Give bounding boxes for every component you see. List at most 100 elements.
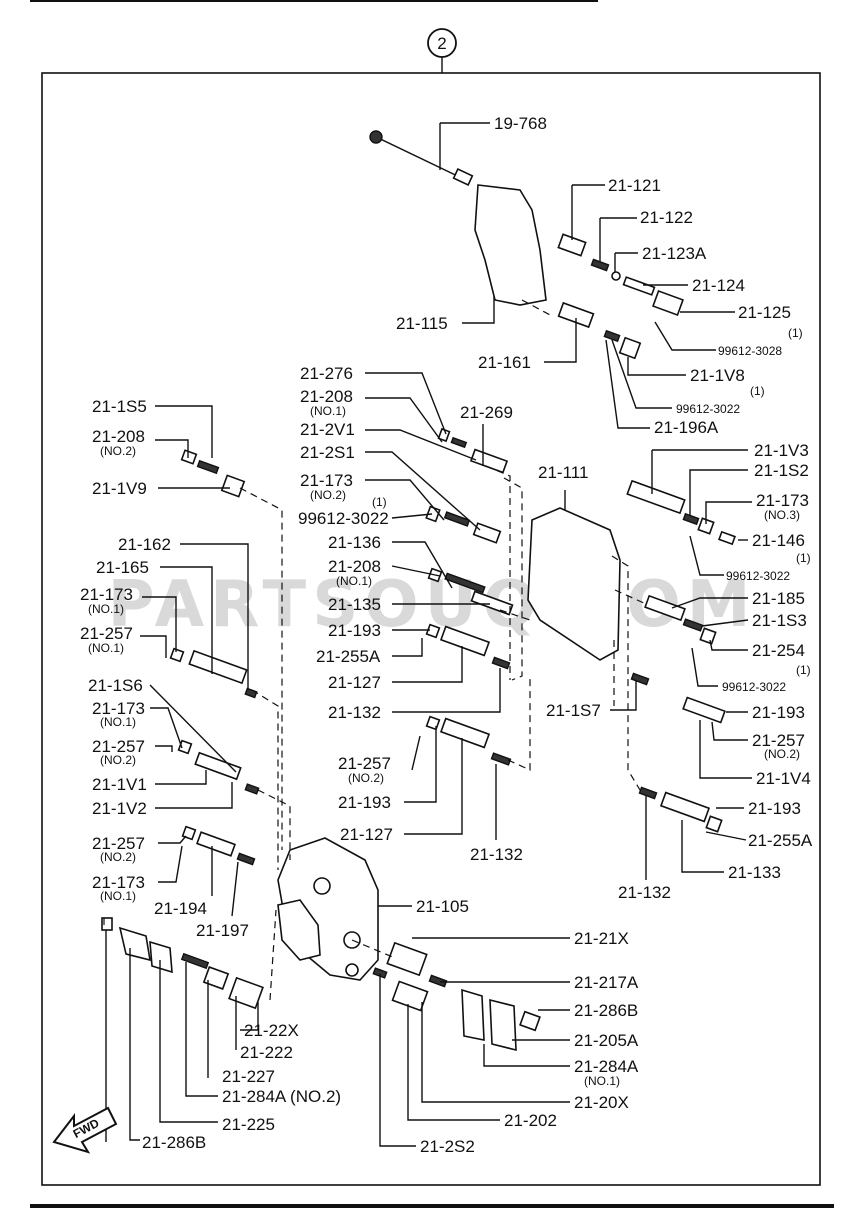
part-label: 21-121 <box>608 176 661 195</box>
part-label: 21-257 <box>752 731 805 750</box>
part-label: 21-111 <box>538 463 588 482</box>
part-label: 21-136 <box>328 533 381 552</box>
part-label: 21-194 <box>154 899 207 918</box>
part-label: 21-286B <box>142 1133 206 1152</box>
part-label: 21-127 <box>328 673 381 692</box>
part-label: (NO.2) <box>310 488 346 502</box>
part-label: 21-173 <box>300 471 353 490</box>
part-label: (NO.1) <box>88 641 124 655</box>
part-label: 21-20X <box>574 1093 629 1112</box>
part-label: 99612-3022 <box>676 402 740 416</box>
part-label: (NO.2) <box>348 771 384 785</box>
part-label: 99612-3022 <box>722 680 786 694</box>
part-label: (NO.2) <box>764 747 800 761</box>
part-label: 21-1V4 <box>756 769 811 788</box>
part-label: 21-225 <box>222 1115 275 1134</box>
part-label: 99612-3022 <box>726 569 790 583</box>
part-label: (NO.1) <box>310 404 346 418</box>
leader-lines <box>105 122 752 1147</box>
diagram-frame <box>41 72 821 1186</box>
part-label: 21-162 <box>118 535 171 554</box>
part-label: (1) <box>796 551 811 565</box>
part-label: 21-257 <box>80 624 133 643</box>
part-label: 21-227 <box>222 1067 275 1086</box>
part-label: 21-269 <box>460 403 513 422</box>
part-label: 21-257 <box>338 754 391 773</box>
part-label: (NO.2) <box>100 444 136 458</box>
part-label: (NO.1) <box>100 889 136 903</box>
part-label: (NO.1) <box>100 715 136 729</box>
group-number: 2 <box>437 34 446 53</box>
fwd-arrow: FWD <box>52 1106 118 1154</box>
part-label: 21-193 <box>748 799 801 818</box>
part-label: 21-1S6 <box>88 676 143 695</box>
part-label: 21-217A <box>574 973 639 992</box>
part-label: 21-202 <box>504 1111 557 1130</box>
part-label: 21-1S5 <box>92 397 147 416</box>
parts-illustration <box>101 130 736 1052</box>
part-label: 21-193 <box>328 621 381 640</box>
part-label: 21-205A <box>574 1031 639 1050</box>
part-label: 21-173 <box>92 873 145 892</box>
part-label: 21-257 <box>92 737 145 756</box>
part-label: 21-185 <box>752 589 805 608</box>
part-label: 21-173 <box>80 585 133 604</box>
part-label: 21-135 <box>328 595 381 614</box>
part-label: 21-208 <box>300 387 353 406</box>
part-label: 21-257 <box>92 834 145 853</box>
part-label: 21-286B <box>574 1001 638 1020</box>
part-label: 21-284A (NO.2) <box>222 1087 341 1106</box>
part-labels: 19-768 21-121 21-122 21-123A 21-124 21-1… <box>80 114 813 1156</box>
part-label: 21-255A <box>316 647 381 666</box>
part-label: 21-196A <box>654 418 719 437</box>
part-label: 21-105 <box>416 897 469 916</box>
part-label: 21-1V2 <box>92 799 147 818</box>
part-label: (1) <box>788 326 803 340</box>
part-label: 21-1V1 <box>92 775 147 794</box>
part-label: 21-132 <box>618 883 671 902</box>
part-label: 21-173 <box>756 491 809 510</box>
part-label: (1) <box>796 663 811 677</box>
part-label: 99612-3022 <box>298 509 389 528</box>
part-label: 21-125 <box>738 303 791 322</box>
part-label: 21-1S7 <box>546 701 601 720</box>
part-label: (NO.1) <box>88 602 124 616</box>
part-label: 21-193 <box>752 703 805 722</box>
part-label: (NO.1) <box>584 1074 620 1088</box>
part-label: 21-124 <box>692 276 745 295</box>
part-label: 21-1V9 <box>92 479 147 498</box>
part-label: 21-161 <box>478 353 531 372</box>
part-label: 21-1V3 <box>754 441 809 460</box>
part-label: 21-197 <box>196 921 249 940</box>
part-label: (1) <box>372 495 387 509</box>
part-label: 21-2S2 <box>420 1137 475 1156</box>
part-label: 21-133 <box>728 863 781 882</box>
part-label: 21-146 <box>752 531 805 550</box>
part-label: (NO.3) <box>764 508 800 522</box>
part-label: 21-2S1 <box>300 443 355 462</box>
part-label: 21-127 <box>340 825 393 844</box>
part-label: 21-21X <box>574 929 629 948</box>
part-label: 21-115 <box>396 314 448 333</box>
part-label: 21-254 <box>752 641 805 660</box>
part-label: 21-122 <box>640 208 693 227</box>
part-label: 19-768 <box>494 114 547 133</box>
part-label: 21-22X <box>244 1021 299 1040</box>
part-label: 21-132 <box>470 845 523 864</box>
part-label: 99612-3028 <box>718 344 782 358</box>
part-label: 21-208 <box>92 427 145 446</box>
part-label: (NO.2) <box>100 753 136 767</box>
part-label: 21-284A <box>574 1057 639 1076</box>
part-label: (NO.2) <box>100 850 136 864</box>
part-label: 21-2V1 <box>300 420 355 439</box>
part-label: (1) <box>750 384 765 398</box>
part-label: 21-123A <box>642 244 707 263</box>
part-label: (NO.1) <box>336 574 372 588</box>
part-label: 21-1S2 <box>754 461 809 480</box>
part-label: 21-276 <box>300 364 353 383</box>
part-label: 21-208 <box>328 557 381 576</box>
part-label: 21-222 <box>240 1043 293 1062</box>
part-label: 21-132 <box>328 703 381 722</box>
part-label: 21-255A <box>748 831 813 850</box>
